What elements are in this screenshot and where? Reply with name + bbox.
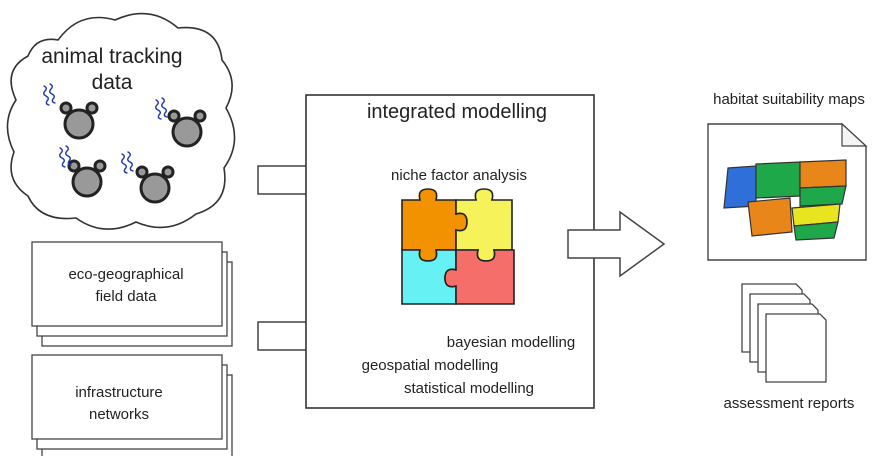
tracking-trail-icon: [155, 97, 168, 120]
tracking-trail-icon: [121, 151, 134, 174]
bear-face-icon: [67, 159, 107, 198]
method-geospatial-modelling: geospatial modelling: [362, 357, 499, 374]
map-document-icon: [707, 122, 868, 261]
field-data-document-stack: eco-geographical field data: [31, 241, 233, 347]
habitat-map-regions: [723, 159, 847, 241]
bear-face-icon: [135, 165, 175, 204]
integrated-modelling-title: integrated modelling: [367, 101, 547, 123]
arrow-model-to-outputs: [567, 210, 666, 278]
tracking-data-title-line1: animal tracking: [41, 45, 182, 68]
assessment-reports-label: assessment reports: [724, 395, 855, 412]
tracking-trail-icon: [59, 145, 72, 168]
habitat-maps-label: habitat suitability maps: [713, 91, 865, 108]
tracking-trail-icon: [43, 83, 56, 106]
method-bayesian-modelling: bayesian modelling: [447, 334, 575, 351]
integrated-modelling-box: integrated modelling niche factor analys…: [305, 94, 595, 409]
report-stack-icon: [741, 283, 827, 383]
method-niche-factor-analysis: niche factor analysis: [391, 167, 527, 184]
infrastructure-label-line2: networks: [89, 406, 149, 423]
field-data-label-line1: eco-geographical: [68, 266, 183, 283]
method-statistical-modelling: statistical modelling: [404, 380, 534, 397]
puzzle-piece-red: [444, 249, 515, 305]
field-data-label-line2: field data: [96, 288, 158, 305]
tracking-data-title-line2: data: [92, 71, 133, 94]
bear-face-icon: [59, 101, 99, 140]
infrastructure-document-stack: infrastructure networks: [31, 354, 233, 456]
bear-face-icon: [167, 109, 207, 148]
infrastructure-label-line1: infrastructure: [75, 384, 163, 401]
tracking-data-cloud: animal tracking data: [6, 12, 236, 230]
puzzle-icon: [401, 188, 515, 305]
